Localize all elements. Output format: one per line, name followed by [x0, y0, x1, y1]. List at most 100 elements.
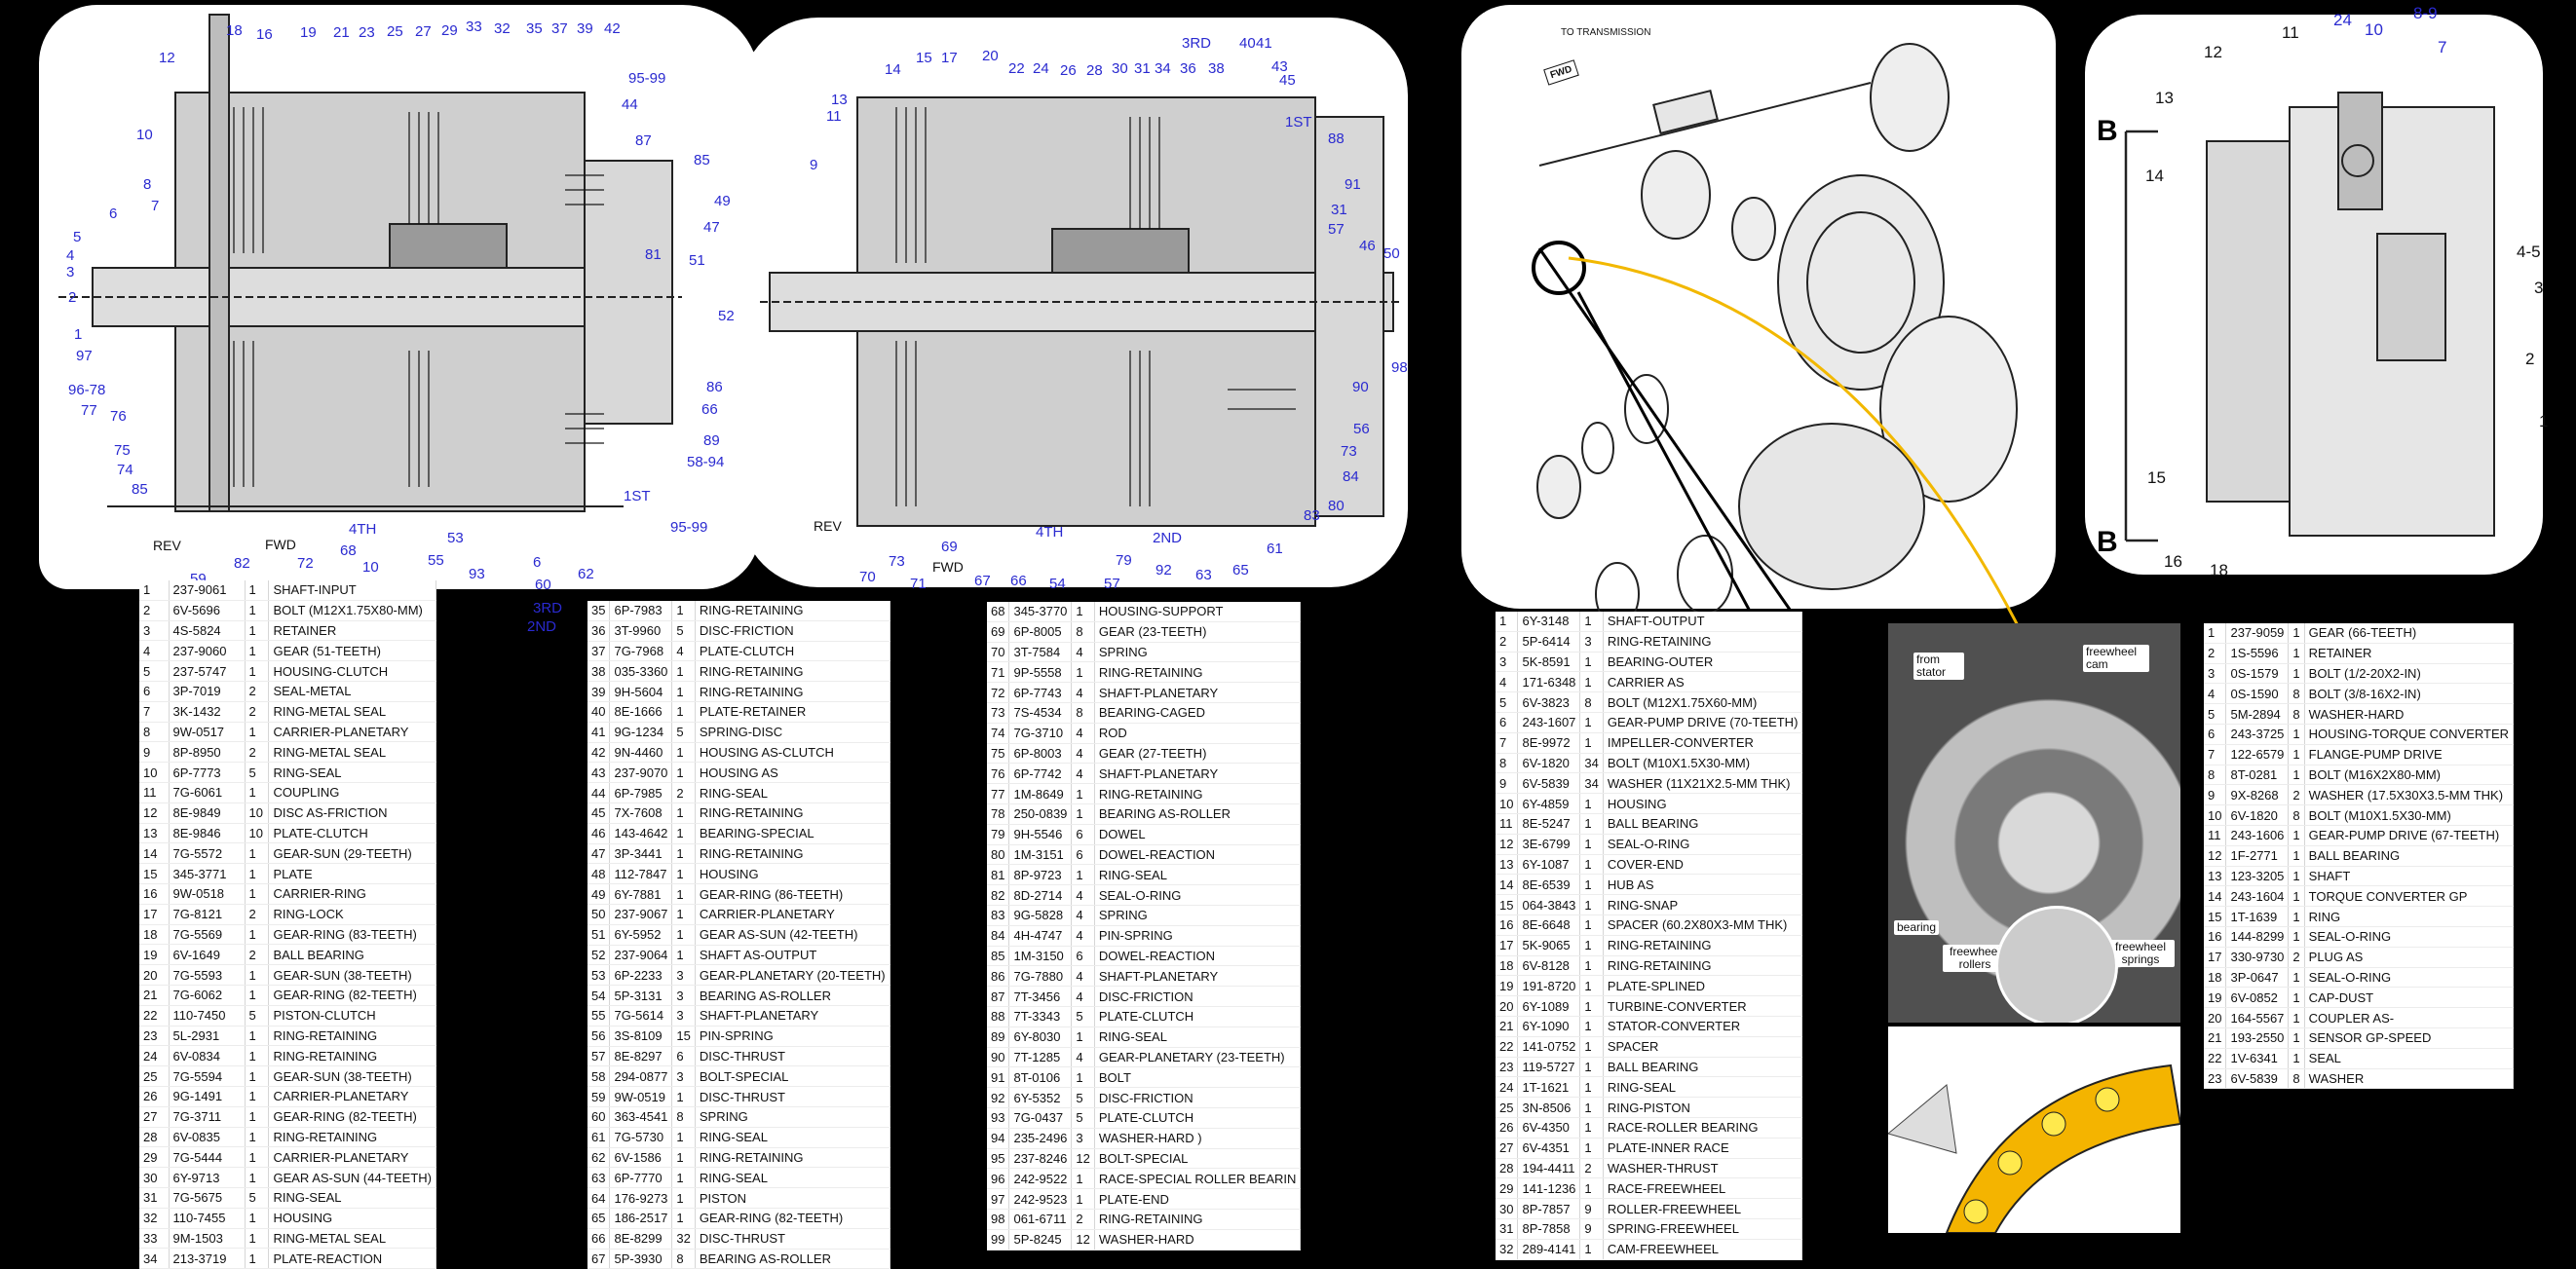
- part-id: 4H-4747: [1008, 925, 1073, 947]
- part-number: 88: [987, 1006, 1010, 1027]
- part-id: 6P-7770: [609, 1167, 673, 1189]
- part-description: GEAR AS-SUN (42-TEETH): [695, 924, 890, 946]
- part-description: PLATE-INNER RACE: [1603, 1138, 1803, 1159]
- part-id: 3P-3441: [609, 843, 673, 865]
- part-qty: 5: [245, 1187, 270, 1209]
- part-number: 68: [987, 602, 1010, 622]
- part-description: SHAFT-INPUT: [268, 580, 436, 601]
- part-number: 15: [139, 863, 170, 884]
- part-number: 10: [139, 762, 170, 783]
- d1-callout: 19: [300, 24, 317, 41]
- part-id: 7G-6062: [169, 985, 246, 1006]
- part-number: 13: [1496, 854, 1519, 876]
- d1-callout: 85: [694, 152, 710, 168]
- part-number: 96: [987, 1168, 1010, 1190]
- part-qty: 1: [671, 863, 696, 885]
- part-qty: 8: [1579, 691, 1604, 713]
- part-qty: 1: [1579, 834, 1604, 855]
- part-description: CARRIER-PLANETARY: [268, 1146, 436, 1169]
- d1-callout: 44: [622, 96, 638, 113]
- part-number: 3: [1496, 652, 1519, 673]
- part-number: 38: [587, 660, 611, 683]
- part-qty: 1: [1579, 813, 1604, 835]
- part-qty: 8: [2288, 683, 2305, 705]
- part-id: 171-6348: [1517, 671, 1581, 693]
- part-qty: 4: [1071, 1047, 1095, 1068]
- part-description: WASHER-HARD: [1094, 1229, 1302, 1250]
- d5-callout: 3: [2534, 279, 2544, 297]
- part-description: CARRIER-PLANETARY: [268, 722, 436, 743]
- part-qty: 3: [671, 1005, 696, 1026]
- part-qty: 1: [245, 620, 270, 642]
- part-description: GEAR (66-TEETH): [2304, 623, 2515, 644]
- part-id: 1M-3150: [1008, 946, 1073, 967]
- part-description: SEAL-METAL: [268, 681, 436, 702]
- d1-callout: 4: [66, 247, 75, 264]
- part-id: 243-1606: [2225, 825, 2290, 846]
- part-id: 6V-3823: [1517, 691, 1581, 713]
- part-id: 5L-2931: [169, 1026, 246, 1047]
- part-id: 6V-4350: [1517, 1117, 1581, 1138]
- part-id: 8T-0106: [1008, 1066, 1073, 1089]
- part-description: DOWEL-REACTION: [1094, 844, 1302, 866]
- part-id: 8E-6648: [1517, 914, 1581, 936]
- d5-callout: 7: [2438, 38, 2447, 56]
- part-qty: 9: [1579, 1218, 1604, 1240]
- part-id: 6V-1586: [609, 1147, 673, 1169]
- d5-callout: 11: [2282, 23, 2299, 42]
- d1-callout: 21: [333, 24, 350, 41]
- part-id: 237-9067: [609, 904, 673, 925]
- part-qty: 1: [2288, 885, 2305, 908]
- d1-callout: 75: [114, 442, 131, 459]
- part-description: BOLT (1/2-20X2-IN): [2304, 663, 2515, 685]
- part-qty: 4: [1071, 925, 1095, 947]
- part-description: HOUSING AS: [695, 762, 890, 784]
- part-qty: 8: [2288, 804, 2305, 826]
- part-number: 75: [987, 743, 1010, 765]
- part-description: SHAFT-PLANETARY: [695, 1005, 890, 1026]
- part-id: 7G-5594: [169, 1065, 246, 1087]
- part-id: 8D-2714: [1008, 884, 1073, 906]
- part-number: 89: [987, 1026, 1010, 1048]
- part-number: 13: [2204, 866, 2227, 887]
- part-number: 23: [2204, 1068, 2227, 1090]
- part-number: 37: [587, 641, 611, 662]
- part-number: 12: [139, 802, 170, 824]
- part-id: 0S-1590: [2225, 683, 2290, 705]
- part-number: 71: [987, 661, 1010, 684]
- part-description: RACE-FREEWHEEL: [1603, 1177, 1803, 1200]
- d1-callout: 39: [577, 20, 593, 37]
- part-qty: 5: [245, 762, 270, 783]
- d1-callout: 23: [359, 24, 375, 41]
- part-number: 61: [587, 1127, 611, 1148]
- part-number: 98: [987, 1209, 1010, 1230]
- part-description: HOUSING-TORQUE CONVERTER: [2304, 724, 2515, 745]
- part-qty: 1: [1579, 712, 1604, 733]
- part-number: 5: [1496, 691, 1519, 713]
- part-id: 330-9730: [2225, 947, 2290, 968]
- part-qty: 1: [1071, 1066, 1095, 1089]
- part-qty: 10: [245, 823, 270, 844]
- part-number: 36: [587, 620, 611, 642]
- part-id: 6Y-1089: [1517, 995, 1581, 1017]
- part-description: SEAL-O-RING: [1094, 884, 1302, 906]
